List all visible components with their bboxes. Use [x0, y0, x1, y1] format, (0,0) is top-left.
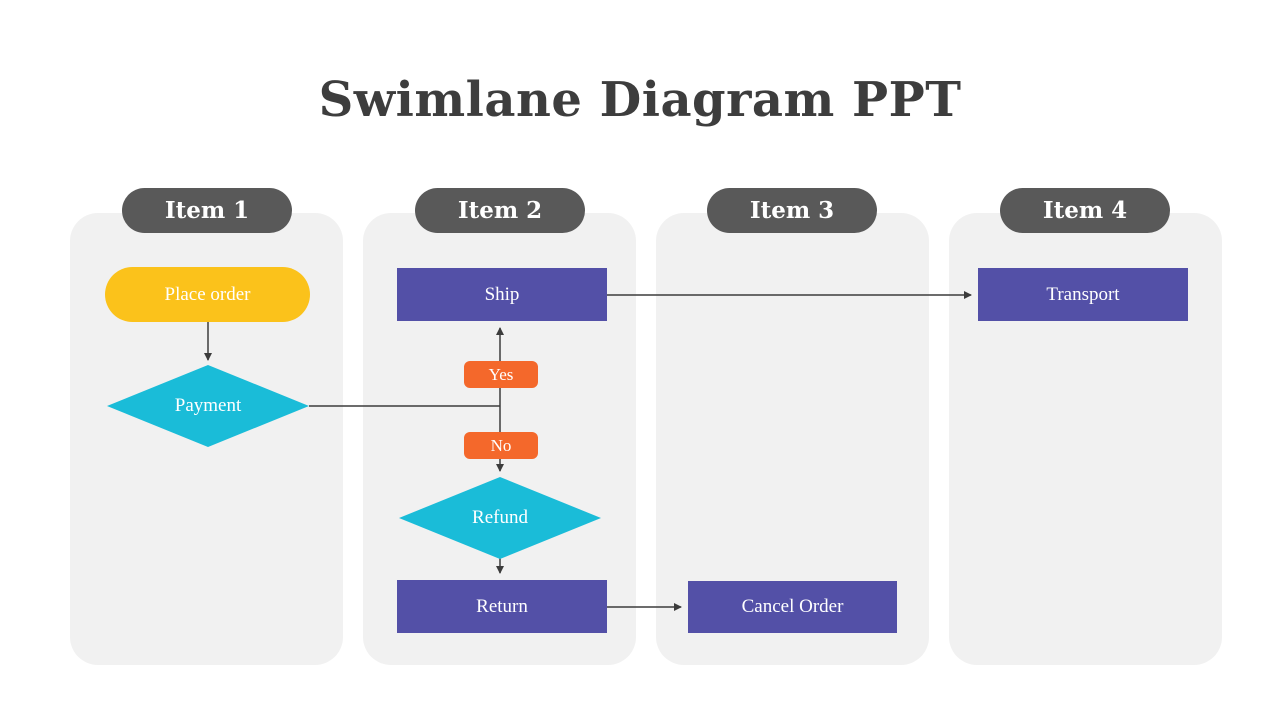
lane-header-item-1: Item 1: [122, 188, 292, 233]
lane-header-item-3: Item 3: [707, 188, 877, 233]
lane-header-item-4: Item 4: [1000, 188, 1170, 233]
node-cancel-order: Cancel Order: [688, 581, 897, 633]
edge-label-yes: Yes: [464, 361, 538, 388]
node-return: Return: [397, 580, 607, 633]
node-transport: Transport: [978, 268, 1188, 321]
node-place-order: Place order: [105, 267, 310, 322]
page-title: Swimlane Diagram PPT: [318, 72, 962, 128]
lane-header-item-2: Item 2: [415, 188, 585, 233]
node-ship: Ship: [397, 268, 607, 321]
edge-label-no: No: [464, 432, 538, 459]
